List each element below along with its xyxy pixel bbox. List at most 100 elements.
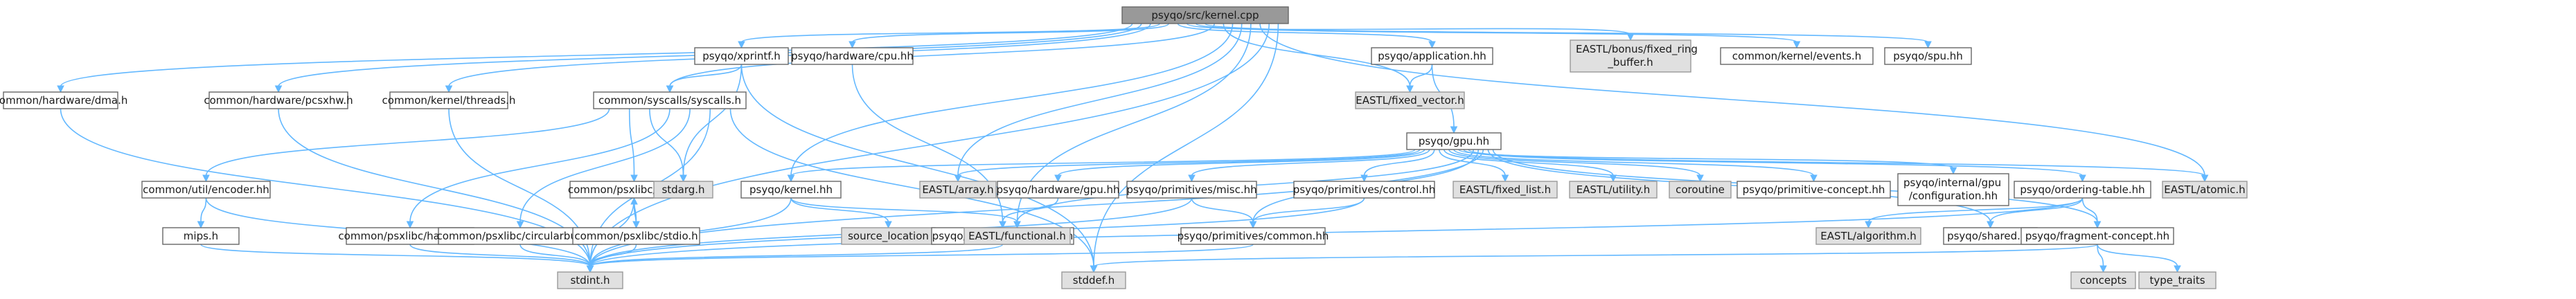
node-xprintf[interactable]: psyqo/xprintf.h xyxy=(694,47,789,65)
node-stdio[interactable]: common/psxlibc/stdio.h xyxy=(572,227,700,245)
node-label: psyqo/primitives/misc.hh xyxy=(1126,183,1256,196)
node-kernel-cpp[interactable]: psyqo/src/kernel.cpp xyxy=(1121,6,1289,24)
arrowhead-syscalls-to-device xyxy=(630,174,638,183)
node-label: psyqo/application.hh xyxy=(1378,50,1486,62)
node-algorithm: EASTL/algorithm.h xyxy=(1815,227,1921,245)
node-prim-misc[interactable]: psyqo/primitives/misc.hh xyxy=(1126,181,1257,199)
edge-gpu_hh-to-fixed_list xyxy=(1439,149,1506,176)
node-mips[interactable]: mips.h xyxy=(162,227,240,245)
node-label: psyqo/primitives/control.hh xyxy=(1293,183,1435,196)
node-kernel-hh[interactable]: psyqo/kernel.hh xyxy=(740,181,842,199)
node-box xyxy=(1293,181,1435,199)
node-label: EASTL/fixed_list.h xyxy=(1459,183,1551,197)
arrowhead-kernel_cpp-to-fixed_ring_buffer xyxy=(1626,33,1635,42)
node-label: stdarg.h xyxy=(661,183,704,196)
node-label: EASTL/functional.h xyxy=(968,230,1066,242)
arrowhead-fragment_concept-to-type_traits xyxy=(2174,265,2181,273)
node-hw-gpu[interactable]: psyqo/hardware/gpu.hh xyxy=(996,181,1120,199)
node-prim-control[interactable]: psyqo/primitives/control.hh xyxy=(1293,181,1435,199)
arrowhead-gpu_hh-to-kernel_hh xyxy=(787,174,795,183)
node-encoder[interactable]: common/util/encoder.hh xyxy=(141,181,271,199)
node-box xyxy=(389,91,508,109)
node-box xyxy=(3,91,118,109)
node-label: common/util/encoder.hh xyxy=(143,183,269,196)
edge-syscalls-to-circularbuffer xyxy=(519,108,691,223)
edge-gpu_hh-to-coroutine xyxy=(1448,149,1701,176)
edge-gpu_hh-to-prim_concept xyxy=(1453,149,1815,176)
node-label: coroutine xyxy=(1676,183,1725,196)
arrowhead-gpu_hh-to-hw_gpu xyxy=(1054,174,1062,183)
node-label: EASTL/array.h xyxy=(922,183,993,196)
edge-kernel_cpp-to-hw_cpu xyxy=(851,23,1170,43)
node-label: /configuration.hh xyxy=(1909,190,1998,202)
node-box xyxy=(1897,173,2009,206)
node-label: EASTL/utility.h xyxy=(1576,183,1651,196)
node-spu[interactable]: psyqo/spu.hh xyxy=(1884,47,1972,65)
node-fragment-concept[interactable]: psyqo/fragment-concept.hh xyxy=(2020,227,2174,245)
edge-kernel_cpp-to-syscalls xyxy=(669,23,1215,87)
node-box xyxy=(1453,181,1558,199)
node-box xyxy=(1180,227,1326,245)
arrowhead-fragment_concept-to-concepts xyxy=(2099,265,2107,273)
node-fixed-ring-buffer: EASTL/bonus/fixed_ring_buffer.h xyxy=(1570,39,1698,73)
node-prim-concept[interactable]: psyqo/primitive-concept.hh xyxy=(1736,181,1891,199)
edge-gpu_hh-to-kernel_hh xyxy=(790,149,1416,176)
node-label: psyqo/kernel.hh xyxy=(749,183,833,196)
node-stdint: stdint.h xyxy=(557,271,623,289)
node-fixed-vector: EASTL/fixed_vector.h xyxy=(1355,91,1465,109)
arrowhead-kernel_cpp-to-dma xyxy=(57,85,64,93)
node-label: common/syscalls/syscalls.h xyxy=(598,94,741,107)
edge-gpu_hh-to-array xyxy=(957,149,1421,176)
edge-kernel_hh-to-source_location xyxy=(790,197,889,223)
node-events[interactable]: common/kernel/events.h xyxy=(1720,47,1874,65)
edge-fragment_concept-to-type_traits xyxy=(2097,244,2178,267)
edge-fragment_concept-to-concepts xyxy=(2097,244,2104,267)
arrowhead-xprintf-to-syscalls xyxy=(666,85,674,93)
node-application[interactable]: psyqo/application.hh xyxy=(1371,47,1493,65)
arrowhead-kernel_hh-to-source_location xyxy=(885,221,892,229)
edge-handlers-to-stdint xyxy=(409,244,591,267)
edge-hw_gpu-to-hwregs xyxy=(1002,197,1059,223)
arrowhead-prim_control-to-prim_common xyxy=(1249,221,1257,229)
edge-kernel_cpp-to-spu xyxy=(1205,23,1929,43)
node-ordering-table[interactable]: psyqo/ordering-table.hh xyxy=(2014,181,2151,199)
arrowhead-encoder-to-mips xyxy=(197,221,205,229)
node-prim-common[interactable]: psyqo/primitives/common.hh xyxy=(1178,227,1329,245)
node-label: type_traits xyxy=(2149,274,2205,287)
edge-syscalls-to-handlers xyxy=(409,108,670,223)
node-label: concepts xyxy=(2080,274,2127,287)
node-box xyxy=(208,91,348,109)
arrowhead-syscalls-to-handlers xyxy=(406,221,414,229)
node-label: EASTL/atomic.h xyxy=(2164,183,2245,196)
edge-ordering_table-to-fragment_concept xyxy=(2081,197,2098,223)
node-dma[interactable]: common/hardware/dma.h xyxy=(0,91,127,109)
node-threads[interactable]: common/kernel/threads.h xyxy=(382,91,516,109)
dependency-nodes: psyqo/src/kernel.cpp common/hardware/dma.… xyxy=(0,6,2248,289)
node-box xyxy=(593,91,747,109)
node-box xyxy=(2138,271,2217,289)
node-gpu-hh[interactable]: psyqo/gpu.hh xyxy=(1406,132,1502,150)
arrowhead-ordering_table-to-stdint xyxy=(586,265,594,273)
edge-gpu_hh-to-hw_gpu xyxy=(1057,149,1425,176)
edge-application-to-fixed_vector xyxy=(1409,64,1433,87)
node-syscalls[interactable]: common/syscalls/syscalls.h xyxy=(593,91,747,109)
node-hw-cpu[interactable]: psyqo/hardware/cpu.hh xyxy=(791,47,914,65)
node-box xyxy=(141,181,271,199)
arrowhead-stdio-to-device xyxy=(630,197,638,205)
arrowhead-syscalls-to-encoder xyxy=(202,174,210,183)
node-stddef: stddef.h xyxy=(1061,271,1126,289)
node-box xyxy=(694,47,789,65)
node-label: psyqo/gpu.hh xyxy=(1419,135,1489,147)
node-label: psyqo/primitives/common.hh xyxy=(1178,230,1329,242)
node-box xyxy=(1569,181,1658,199)
node-box xyxy=(1815,227,1921,245)
node-label: psyqo/primitive-concept.hh xyxy=(1743,183,1885,196)
arrowhead-syscalls-to-stdarg xyxy=(679,174,687,183)
node-box xyxy=(2070,271,2136,289)
node-internal-config[interactable]: psyqo/internal/gpu/configuration.hh xyxy=(1897,173,2009,206)
edge-stdio-to-device xyxy=(633,203,637,228)
node-pcsxhw[interactable]: common/hardware/pcsxhw.h xyxy=(204,91,353,109)
arrowhead-kernel_cpp-to-xprintf xyxy=(738,41,745,49)
node-label: psyqo/shared.hh xyxy=(1947,230,2034,242)
arrowhead-gpu_hh-to-internal_config xyxy=(1949,167,1957,175)
